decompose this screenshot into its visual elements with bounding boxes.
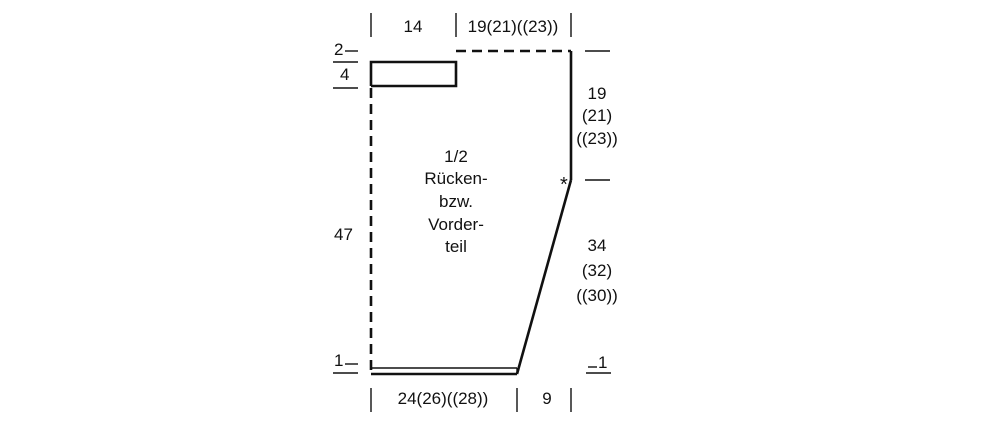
piece-label-line-5: teil: [445, 237, 467, 256]
outline-neckline-step: [369, 60, 458, 88]
right-side-line-1: 34: [588, 236, 607, 255]
piece-label-line-2: Rücken-: [424, 169, 487, 188]
left-dim-bottom: 1: [334, 351, 343, 370]
right-side-line-3: ((30)): [576, 286, 618, 305]
right-armhole-line-1: 19: [588, 84, 607, 103]
piece-label-line-1: 1/2: [444, 147, 468, 166]
piece-label-line-4: Vorder-: [428, 215, 484, 234]
left-dim-top-a: 2: [334, 40, 343, 59]
right-dim-bottom: 1: [598, 353, 607, 372]
right-side-line-2: (32): [582, 261, 612, 280]
left-dim-middle: 47: [334, 225, 353, 244]
bottom-dim-left: 24(26)((28)): [398, 389, 489, 408]
top-dim-left: 14: [404, 17, 423, 36]
right-armhole-line-3: ((23)): [576, 129, 618, 148]
left-dim-top-b: 4: [340, 65, 349, 84]
piece-label-line-3: bzw.: [439, 192, 473, 211]
outline-side-slant: [515, 179, 573, 375]
bottom-dim-right: 9: [542, 389, 551, 408]
top-dim-right: 19(21)((23)): [468, 17, 559, 36]
marker-asterisk: *: [560, 174, 568, 196]
right-armhole-line-2: (21): [582, 106, 612, 125]
